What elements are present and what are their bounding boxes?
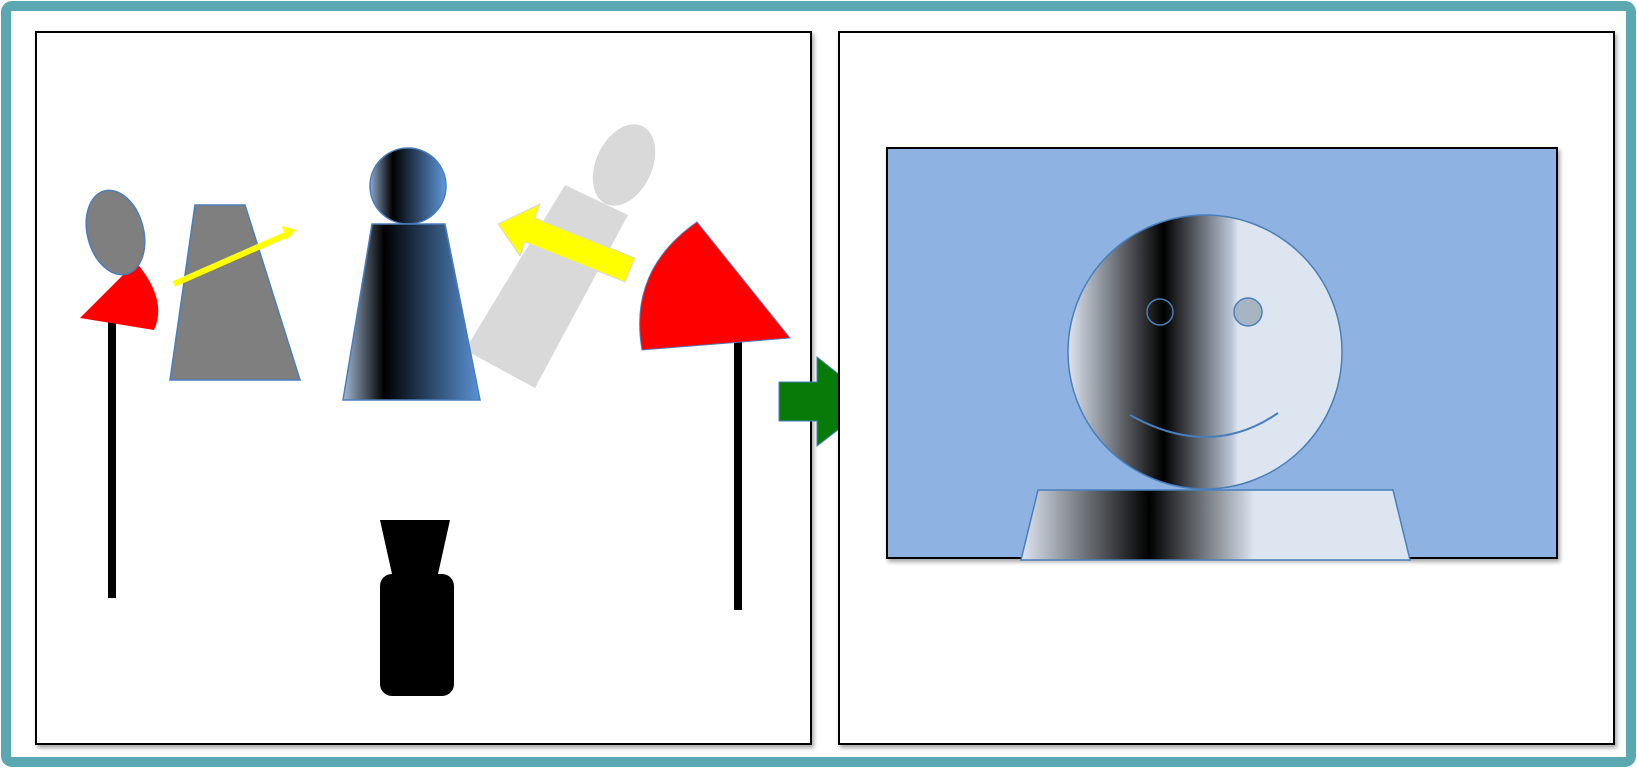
light-stand <box>734 330 742 610</box>
yellow-arrow-icon <box>172 226 296 287</box>
light-head <box>80 262 159 330</box>
arrow-head <box>282 226 296 240</box>
yellow-arrow-icon <box>497 203 636 283</box>
trapezoid-icon <box>1020 489 1411 561</box>
light-head <box>639 221 791 351</box>
right-eye <box>1233 297 1263 327</box>
arrow-shaft <box>172 230 292 287</box>
face-circle <box>1067 214 1343 490</box>
figure-body <box>465 185 628 388</box>
smile <box>1129 412 1279 438</box>
person-figure-icon <box>342 147 481 401</box>
smiley-face-icon <box>1067 214 1343 490</box>
figure-head <box>369 147 447 225</box>
red-lamp-icon <box>639 221 791 610</box>
light-stand <box>108 318 116 598</box>
camera-icon <box>380 520 454 696</box>
camera-lens <box>380 520 450 574</box>
camera-body <box>380 574 454 696</box>
left-panel <box>35 31 812 745</box>
figure-head <box>592 124 656 206</box>
arrow-tail <box>618 255 630 281</box>
arrow-body <box>497 203 636 283</box>
figure-body <box>342 223 481 401</box>
figure-head <box>85 189 146 276</box>
left-eye <box>1146 298 1174 326</box>
person-figure-icon <box>465 124 656 388</box>
person-figure-icon <box>85 189 302 381</box>
figure-body <box>169 204 302 381</box>
right-panel <box>838 31 1615 745</box>
red-lamp-icon <box>80 262 159 598</box>
